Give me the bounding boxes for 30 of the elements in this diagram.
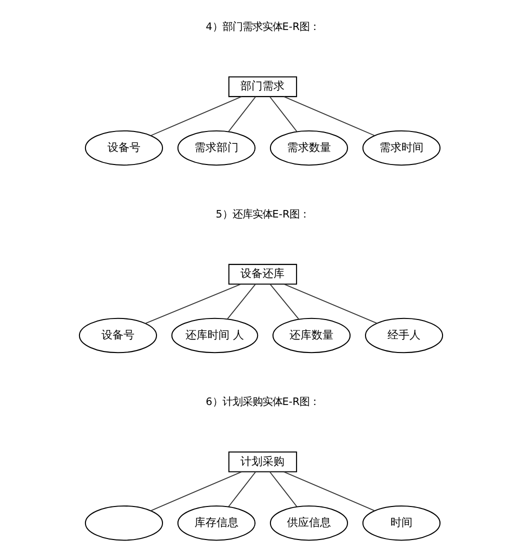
node-ellipse: 需求数量: [270, 130, 348, 166]
node-ellipse: 供应信息: [270, 505, 348, 541]
node-ellipse: 还库数量: [272, 318, 351, 354]
node-ellipse: 需求部门: [177, 130, 256, 166]
node-ellipse: 设备号: [84, 130, 164, 166]
node-ellipse: 还库时间 人: [171, 318, 258, 354]
connector: [226, 284, 256, 320]
connector: [284, 284, 378, 324]
connector: [150, 96, 242, 136]
connector: [283, 96, 376, 136]
label: 4）部门需求实体E-R图：: [206, 20, 320, 33]
node-ellipse: 经手人: [364, 318, 444, 354]
connector: [283, 471, 376, 512]
label: 6）计划采购实体E-R图：: [206, 396, 320, 408]
node-ellipse: 设备号: [78, 318, 158, 354]
connector: [150, 471, 242, 512]
connector: [269, 96, 298, 132]
connector: [269, 471, 298, 508]
label: 5）还库实体E-R图：: [216, 208, 310, 220]
node-box: 计划采购: [228, 452, 298, 472]
node-box: 部门需求: [228, 76, 298, 98]
node-ellipse: 时间: [362, 505, 441, 541]
connector: [144, 284, 242, 324]
connector: [228, 471, 256, 508]
node-box: 设备还库: [228, 264, 298, 285]
node-ellipse: [84, 505, 164, 541]
node-ellipse: 需求时间: [362, 130, 441, 166]
connector: [228, 96, 256, 132]
connector: [270, 284, 300, 320]
node-ellipse: 库存信息: [177, 505, 256, 541]
